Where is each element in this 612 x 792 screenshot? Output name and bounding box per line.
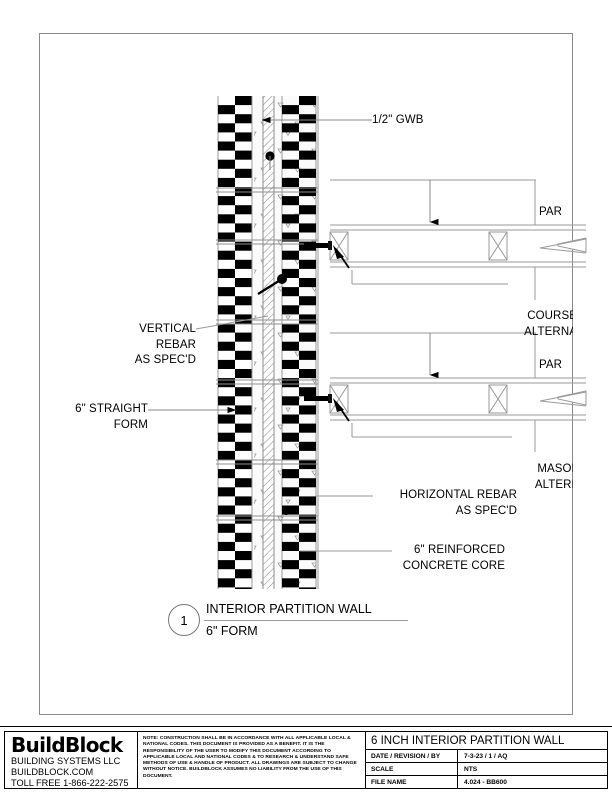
- gwb-layer: [251, 96, 319, 589]
- vertical-rebar-strip: [262, 96, 275, 589]
- right-label-clip: PAR COURSE ALTERNA PAR MASON ALTERN: [39, 33, 573, 715]
- company-phone: TOLL FREE 1-866-222-2575: [11, 778, 129, 789]
- title-block: BuildBlock BUILDING SYSTEMS LLC BUILDBLO…: [0, 726, 612, 792]
- disclaimer-note: NOTE: CONSTRUCTION SHALL BE IN ACCORDANC…: [138, 732, 366, 788]
- company-line-1: BUILDING SYSTEMS LLC: [11, 756, 121, 766]
- label-vertical-rebar: VERTICAL REBAR AS SPEC'D: [134, 323, 196, 366]
- masonry-tie-lower: [304, 394, 350, 422]
- leader-lines: [148, 116, 536, 552]
- wall-section-detail: [148, 96, 587, 589]
- lower-partition-assembly: [329, 333, 587, 452]
- sheet-info-cell: 6 INCH INTERIOR PARTITION WALL DATE / RE…: [366, 732, 607, 788]
- info-key-scale: SCALE: [366, 763, 458, 775]
- detail-number-bubble: 1: [168, 604, 200, 636]
- info-value-filename: 4.024 - BB600: [464, 778, 507, 786]
- label-gwb: 1/2" GWB: [372, 114, 424, 126]
- company-website: BUILDBLOCK.COM: [11, 767, 94, 778]
- info-value-scale: NTS: [464, 765, 478, 773]
- company-logo-cell: BuildBlock BUILDING SYSTEMS LLC BUILDBLO…: [5, 732, 138, 788]
- info-row-filename: FILE NAME 4.024 - BB600: [366, 776, 607, 788]
- info-key-filename: FILE NAME: [366, 776, 458, 788]
- info-row-date: DATE / REVISION / BY 7-3-23 / 1 / AQ: [366, 750, 607, 763]
- icf-form-right: [281, 96, 317, 589]
- info-key-date: DATE / REVISION / BY: [366, 750, 458, 762]
- icf-form-left: [217, 96, 253, 589]
- detail-title-line1: INTERIOR PARTITION WALL: [206, 602, 372, 616]
- rebar-bend: [257, 156, 283, 296]
- sheet-border: [39, 33, 573, 715]
- detail-title-line2: 6" FORM: [206, 624, 258, 638]
- masonry-tie-upper: [304, 241, 350, 269]
- brand-name: BuildBlock: [11, 733, 123, 757]
- label-partition-mid: PAR: [539, 359, 563, 371]
- label-partition-top: PAR: [539, 206, 563, 218]
- label-coursed-alternate: COURSE ALTERNA: [524, 310, 573, 338]
- label-concrete-core: 6" REINFORCED CONCRETE CORE: [402, 544, 505, 572]
- sheet-title: 6 INCH INTERIOR PARTITION WALL: [366, 732, 607, 750]
- label-horizontal-rebar: HORIZONTAL REBAR AS SPEC'D: [399, 489, 517, 517]
- detail-title-rule: [204, 620, 408, 621]
- info-value-date: 7-3-23 / 1 / AQ: [464, 752, 508, 760]
- upper-partition-assembly: [329, 180, 587, 300]
- drawing-area: 1/2" GWB VERTICAL REBAR AS SPEC'D 6" STR…: [39, 33, 587, 715]
- info-row-scale: SCALE NTS: [366, 763, 607, 776]
- label-masonry-alternate: MASON ALTERN: [534, 463, 573, 491]
- label-straight-form: 6" STRAIGHT FORM: [75, 403, 148, 431]
- horizontal-rebar-bands: [216, 187, 318, 521]
